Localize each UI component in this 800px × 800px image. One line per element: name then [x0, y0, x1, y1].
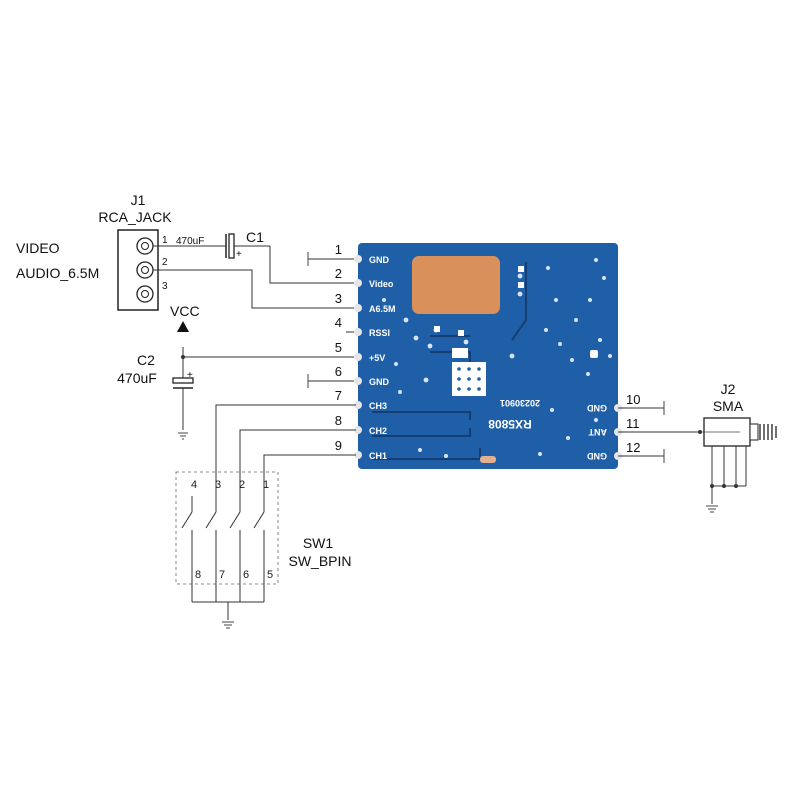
module-name: RX5808 [488, 417, 532, 431]
pin-number-5: 5 [335, 340, 342, 355]
j2-name: SMA [713, 398, 744, 414]
pin-number-12: 12 [626, 440, 640, 455]
c2-ref: C2 [137, 352, 155, 368]
sw1-outline [175, 471, 279, 585]
module-pin-label-4: RSSI [369, 328, 390, 338]
pin-number-4: 4 [335, 315, 342, 330]
module-led [480, 456, 496, 463]
j2-sma-connector: J2 SMA [698, 381, 777, 513]
right-wires [618, 401, 700, 463]
sw1-dip-switch: 4 3 2 1 8 7 6 5 SW1 SW_BPIN [175, 404, 356, 629]
sw1-pin-1: 1 [263, 479, 269, 491]
c2-capacitor: C2 470uF + [117, 352, 194, 440]
right-pin-numbers: 10 11 12 [626, 392, 640, 455]
j1-pin-3: 3 [162, 281, 168, 292]
module-vias [382, 258, 612, 458]
sw1-pin-2: 2 [239, 479, 245, 491]
sw1-switch-contacts [181, 496, 265, 564]
j1-pin-1: 1 [162, 235, 168, 246]
sw1-pin-4: 4 [191, 479, 197, 491]
j1-rca-jack: J1 RCA_JACK 1 2 3 [98, 192, 172, 311]
video-label: VIDEO [16, 240, 60, 256]
c2-plus: + [187, 370, 193, 381]
c1-plus: + [236, 249, 242, 260]
pin-number-8: 8 [335, 413, 342, 428]
pin-number-3: 3 [335, 291, 342, 306]
sw1-pin-7: 7 [219, 569, 225, 581]
module-pin-label-5: +5V [369, 353, 385, 363]
pin-number-2: 2 [335, 266, 342, 281]
j1-jack-circles [136, 237, 154, 303]
module-pin-label-6: GND [369, 377, 390, 387]
vcc-label: VCC [170, 303, 200, 319]
module-pin-label-1: GND [369, 255, 390, 265]
pin-number-9: 9 [335, 438, 342, 453]
module-pin-label-7: CH3 [369, 401, 387, 411]
audio-label: AUDIO_6.5M [16, 265, 99, 281]
j1-wires [153, 246, 356, 309]
c1-capacitor: 470uF + C1 [153, 229, 270, 260]
left-gnd-wires [307, 252, 356, 388]
module-pin-label-8: CH2 [369, 426, 387, 436]
pin-number-7: 7 [335, 388, 342, 403]
module-pin-label-9: CH1 [369, 451, 387, 461]
sw1-pin-8: 8 [195, 569, 201, 581]
module-left-pads [354, 255, 362, 459]
vcc-arrow-icon [177, 321, 189, 332]
left-pin-numbers: 1 2 3 4 5 6 7 8 9 [335, 242, 342, 453]
j1-name: RCA_JACK [98, 209, 172, 225]
ground-icon [178, 432, 188, 440]
module-small-pads [434, 266, 598, 358]
j1-pin-2: 2 [162, 257, 168, 268]
module-pin-label-12: GND [587, 451, 608, 461]
module-pin-label-3: A6.5M [369, 304, 396, 314]
module-pin-label-2: Video [369, 279, 394, 289]
rx5808-module: 20230901 RX5808 GND Video A6.5M RSSI +5V… [354, 243, 622, 469]
pin-number-10: 10 [626, 392, 640, 407]
ground-icon [706, 505, 718, 513]
sw1-ref: SW1 [303, 535, 334, 551]
pin-number-6: 6 [335, 364, 342, 379]
c1-value: 470uF [176, 236, 204, 247]
module-pin-label-10: GND [587, 403, 608, 413]
sw1-name: SW_BPIN [288, 553, 351, 569]
ground-icon [222, 621, 234, 629]
vcc-supply: VCC [170, 303, 356, 359]
sw1-pin-5: 5 [267, 569, 273, 581]
c2-value: 470uF [117, 370, 157, 386]
j1-ref: J1 [131, 192, 146, 208]
sw1-pin-6: 6 [243, 569, 249, 581]
pin-number-11: 11 [626, 416, 640, 431]
module-pin-label-11: ANT [588, 427, 607, 437]
c1-ref: C1 [246, 229, 264, 245]
pin-number-1: 1 [335, 242, 342, 257]
j2-ref: J2 [721, 381, 736, 397]
module-center-pad-holes [457, 367, 481, 391]
module-shield [412, 256, 500, 314]
module-date-code: 20230901 [500, 398, 540, 408]
sw1-pin-3: 3 [215, 479, 221, 491]
